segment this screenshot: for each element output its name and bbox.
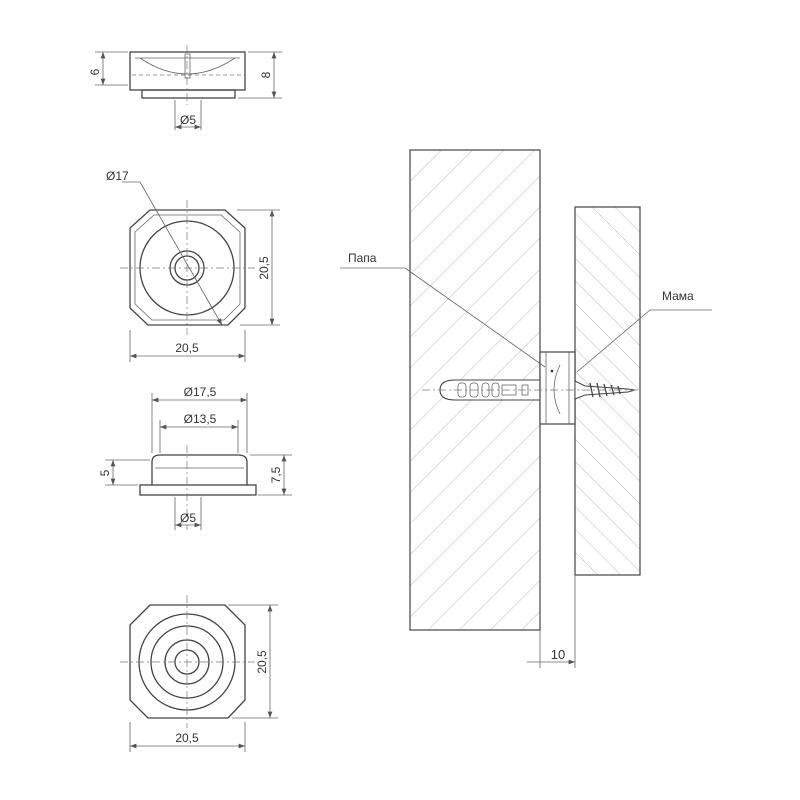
dim-height-5: 5 bbox=[98, 469, 112, 476]
assembly-view: Папа Мама 10 bbox=[340, 149, 712, 668]
dim-diameter-17: Ø17 bbox=[106, 169, 129, 183]
label-mama: Мама bbox=[662, 289, 694, 303]
dim-height-7-5: 7,5 bbox=[269, 466, 283, 483]
dim-height-6: 6 bbox=[88, 68, 102, 75]
dim-hole-5: Ø5 bbox=[180, 113, 196, 127]
dim-height-8: 8 bbox=[259, 71, 273, 78]
side-view-top: 6 8 Ø5 bbox=[88, 45, 282, 130]
dim-diameter-17-5: Ø17,5 bbox=[184, 385, 217, 399]
top-view: Ø17 20,5 20,5 bbox=[106, 169, 280, 362]
dim-height-20-5: 20,5 bbox=[257, 256, 271, 280]
connector bbox=[539, 351, 576, 425]
label-papa: Папа bbox=[348, 251, 377, 265]
dim-height-20-5b: 20,5 bbox=[255, 650, 269, 674]
bottom-view: 20,5 20,5 bbox=[120, 595, 278, 752]
dim-gap-10: 10 bbox=[551, 647, 565, 662]
dim-width-20-5: 20,5 bbox=[175, 341, 199, 355]
dim-width-20-5b: 20,5 bbox=[175, 731, 199, 745]
dim-diameter-13-5: Ø13,5 bbox=[184, 412, 217, 426]
side-view-middle: Ø17,5 Ø13,5 5 7,5 Ø5 bbox=[98, 385, 292, 530]
dim-hole-5b: Ø5 bbox=[180, 511, 196, 525]
